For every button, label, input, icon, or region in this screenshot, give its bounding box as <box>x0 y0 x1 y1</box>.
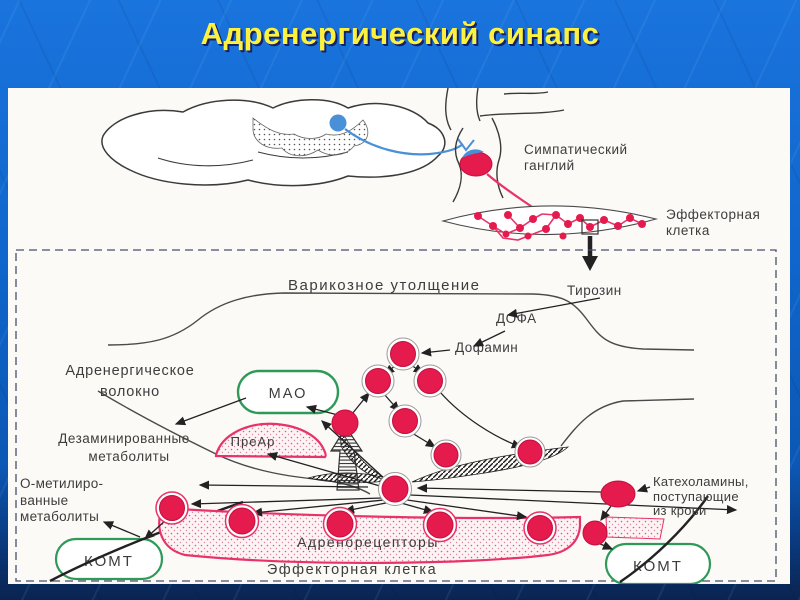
slide-title: Адренергический синапс <box>200 16 600 51</box>
label-sympathetic-ganglion-1: Симпатический <box>524 142 628 157</box>
adrenoreceptor-band-right <box>605 516 665 540</box>
mao-capsule <box>236 369 340 415</box>
blood-catecholamine <box>600 480 636 508</box>
komt-left-capsule <box>54 537 164 581</box>
receptor-bound-transmitters <box>155 491 608 546</box>
diagram-panel: Симпатический ганглий Эффекторная клетка… <box>8 87 790 586</box>
vesicles <box>155 337 636 546</box>
label-o-methylated-2: ванные <box>20 493 68 508</box>
label-effector-cell-bottom: Эффекторная клетка <box>267 562 437 578</box>
varicosity-membrane <box>97 292 695 495</box>
label-prear: ПреАр <box>231 434 276 449</box>
label-catecholamines-1: Катехоламины, <box>653 474 749 489</box>
label-tyrosine: Тирозин <box>567 283 622 298</box>
label-dopamine: Дофамин <box>455 340 518 355</box>
label-catecholamines-2: поступающие <box>653 489 739 504</box>
label-komt-left: КОМТ <box>84 553 134 570</box>
effector-cell-top-drawing <box>440 205 659 271</box>
zoom-box <box>581 219 599 235</box>
prear-region <box>214 422 327 459</box>
label-deaminated-2: метаболиты <box>88 449 169 464</box>
gray-matter-butterfly <box>252 117 369 157</box>
label-adrenoreceptors: Адренорецепторы <box>297 534 439 550</box>
label-dopa: ДОФА <box>496 311 537 326</box>
label-effector-cell-top-1: Эффекторная <box>666 207 760 222</box>
spinal-cord-section <box>101 99 475 187</box>
label-sympathetic-ganglion-2: ганглий <box>524 158 575 173</box>
label-adrenergic-fiber-2: волокно <box>100 384 160 400</box>
dashed-boundary <box>15 249 777 582</box>
label-adrenergic-fiber-1: Адренергическое <box>65 363 194 379</box>
label-mao: МАО <box>269 386 308 402</box>
preganglionic-axon <box>344 128 464 156</box>
label-o-methylated-1: О-метилиро- <box>20 476 103 491</box>
sympathetic-chain <box>445 87 565 203</box>
preganglionic-neuron-soma <box>329 114 347 132</box>
label-deaminated-1: Дезаминированные <box>58 431 190 446</box>
adrenoreceptor-band <box>158 506 582 565</box>
central-release-vesicle <box>378 472 412 506</box>
label-o-methylated-3: метаболиты <box>20 509 99 524</box>
pathway-arrows <box>102 297 738 550</box>
label-effector-cell-top-2: клетка <box>666 223 710 238</box>
vesicle-solid <box>331 409 359 437</box>
label-catecholamines-3: из крови <box>653 503 707 518</box>
label-varicosity: Варикозное утолщение <box>288 277 480 294</box>
adrenergic-synapse-diagram: Симпатический ганглий Эффекторная клетка… <box>15 87 777 586</box>
vesicle-ringed <box>361 337 546 506</box>
